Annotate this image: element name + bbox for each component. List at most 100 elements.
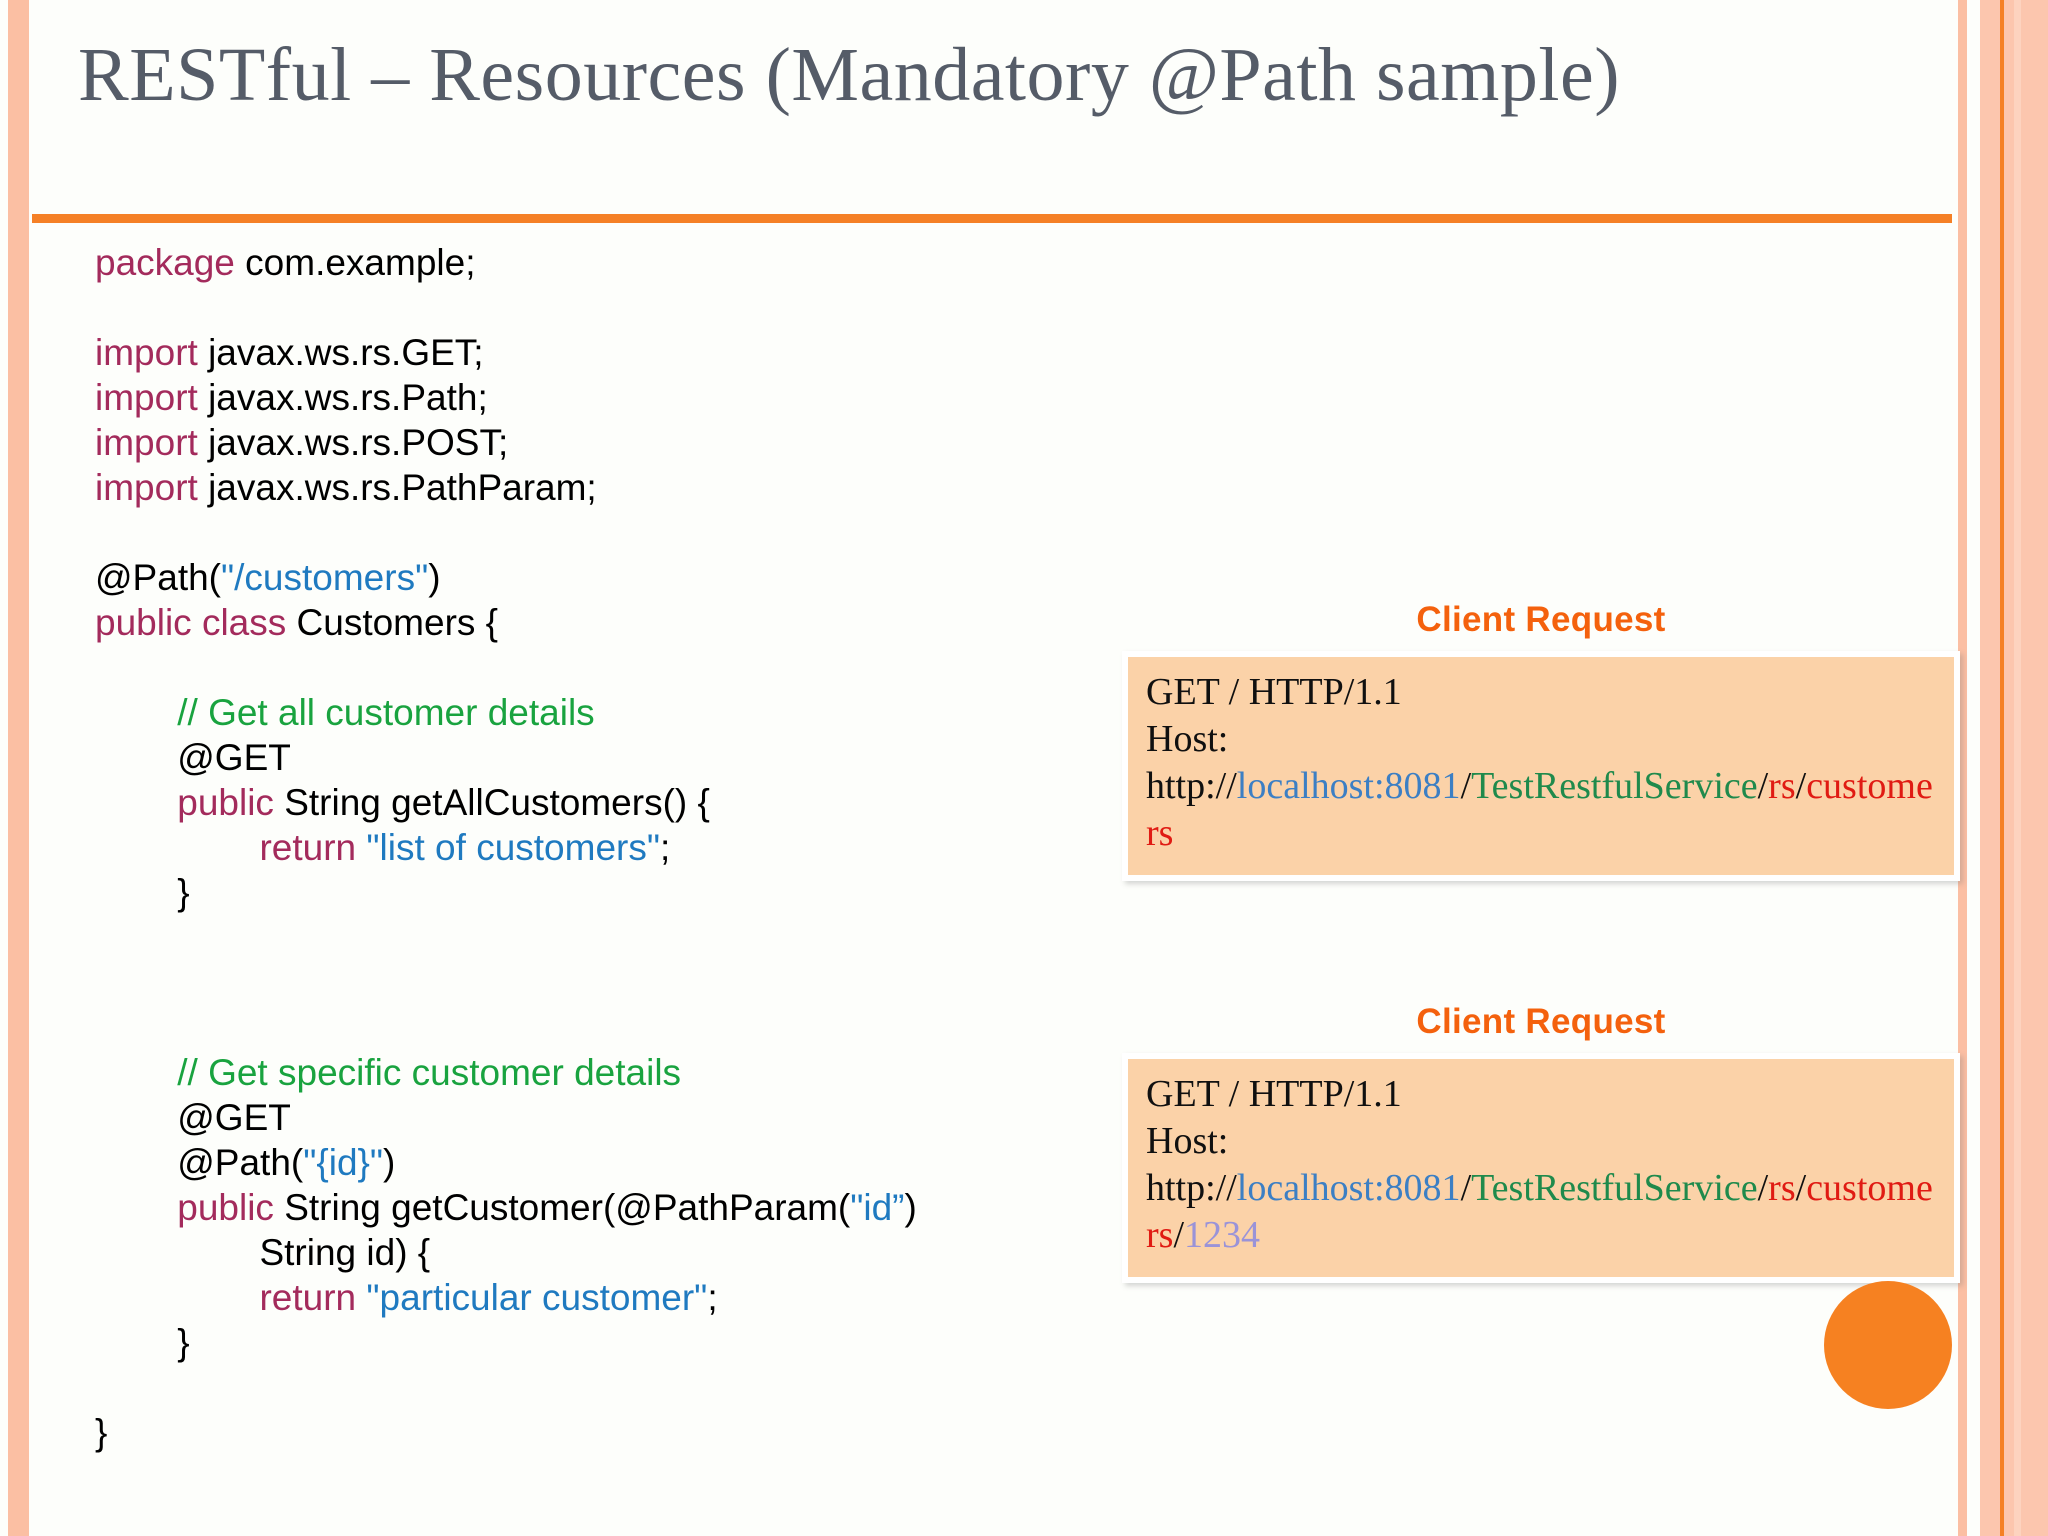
request-token: /	[1460, 765, 1472, 807]
code-line	[95, 645, 1115, 690]
code-line: return "particular customer";	[95, 1275, 1115, 1320]
client-request-heading: Client Request	[1416, 600, 1666, 639]
code-line	[95, 960, 1115, 1005]
client-request-block-2: Client Request GET / HTTP/1.1 Host: http…	[1122, 1002, 1960, 1283]
request-token: TestRestfulService	[1471, 765, 1758, 807]
code-line: return "list of customers";	[95, 825, 1115, 870]
code-line: @GET	[95, 735, 1115, 780]
code-line: // Get all customer details	[95, 690, 1115, 735]
right-border-stripe-5	[2021, 0, 2048, 1536]
code-token: // Get all customer details	[95, 692, 595, 733]
code-token: )	[428, 557, 441, 598]
request-token: /	[1795, 765, 1807, 807]
code-token: javax.ws.rs.GET;	[208, 332, 484, 373]
code-token: @GET	[95, 1097, 291, 1138]
code-token: import	[95, 377, 209, 418]
code-line: import javax.ws.rs.GET;	[95, 330, 1115, 375]
code-line: public class Customers {	[95, 600, 1115, 645]
code-token: "{id}"	[303, 1142, 384, 1183]
right-border-stripe-3	[2004, 0, 2014, 1536]
code-token: "id”	[850, 1187, 905, 1228]
code-token: @GET	[95, 737, 291, 778]
code-line: @Path("/customers")	[95, 555, 1115, 600]
code-line: }	[95, 870, 1115, 915]
code-line: import javax.ws.rs.POST;	[95, 420, 1115, 465]
code-token: // Get specific customer details	[95, 1052, 682, 1093]
right-border-stripe-2	[1980, 0, 2000, 1536]
code-token: public class	[95, 602, 297, 643]
right-border-stripe-1	[1958, 0, 1967, 1536]
code-token: import	[95, 332, 209, 373]
code-token: String getAllCustomers() {	[284, 782, 710, 823]
code-token: @Path(	[95, 557, 221, 598]
code-token: String id) {	[95, 1232, 431, 1273]
code-line	[95, 285, 1115, 330]
client-request-block-1: Client Request GET / HTTP/1.1 Host: http…	[1122, 600, 1960, 881]
title-area: RESTful – Resources (Mandatory @Path sam…	[0, 28, 1960, 223]
page-title: RESTful – Resources (Mandatory @Path sam…	[78, 33, 1621, 117]
code-listing: package com.example; import javax.ws.rs.…	[95, 240, 1115, 1455]
code-line	[95, 1365, 1115, 1410]
code-token: javax.ws.rs.POST;	[208, 422, 509, 463]
code-line: }	[95, 1410, 1115, 1455]
request-token: /	[1795, 1167, 1807, 1209]
request-token: customers	[1146, 765, 1933, 854]
code-line: public String getCustomer(@PathParam("id…	[95, 1185, 1115, 1230]
request-token: /	[1757, 765, 1769, 807]
code-token: import	[95, 422, 209, 463]
request-token: localhost:8081	[1236, 765, 1461, 807]
code-token: public	[95, 782, 285, 823]
code-token: ;	[659, 827, 671, 868]
right-border-stripe-4	[2014, 0, 2021, 1536]
request-token: /	[1173, 1214, 1185, 1256]
code-token: @Path(	[95, 1142, 304, 1183]
code-token: ;	[707, 1277, 718, 1318]
code-token: javax.ws.rs.Path;	[208, 377, 488, 418]
accent-circle-decoration	[1824, 1281, 1952, 1409]
request-token: rs	[1768, 1167, 1796, 1209]
request-token: localhost:8081	[1236, 1167, 1461, 1209]
code-token: com.example;	[245, 242, 476, 283]
code-line	[95, 510, 1115, 555]
code-token: "/customers"	[221, 557, 429, 598]
request-token: GET / HTTP/1.1 Host: http://	[1146, 1073, 1402, 1209]
request-token: /	[1757, 1167, 1769, 1209]
code-token: public	[95, 1187, 285, 1228]
code-token: javax.ws.rs.PathParam;	[208, 467, 597, 508]
request-token: 1234	[1184, 1214, 1261, 1256]
code-line: public String getAllCustomers() {	[95, 780, 1115, 825]
code-token: String getCustomer(@PathParam(	[284, 1187, 851, 1228]
code-token: Customers {	[296, 602, 499, 643]
title-underline-rule	[32, 214, 1952, 223]
client-request-body-2: GET / HTTP/1.1 Host: http://localhost:80…	[1122, 1053, 1960, 1283]
code-token: return	[95, 1277, 367, 1318]
request-token: rs	[1768, 765, 1796, 807]
code-token: package	[95, 242, 246, 283]
code-token: import	[95, 467, 209, 508]
code-line: String id) {	[95, 1230, 1115, 1275]
code-line: import javax.ws.rs.PathParam;	[95, 465, 1115, 510]
code-token: }	[95, 1412, 108, 1453]
code-line: // Get specific customer details	[95, 1050, 1115, 1095]
code-token: }	[95, 872, 190, 913]
request-token: TestRestfulService	[1471, 1167, 1758, 1209]
request-token: /	[1460, 1167, 1472, 1209]
code-token: return	[95, 827, 367, 868]
request-token: GET / HTTP/1.1 Host: http://	[1146, 671, 1402, 807]
code-line: package com.example;	[95, 240, 1115, 285]
code-line	[95, 1005, 1115, 1050]
code-token: "particular customer"	[366, 1277, 708, 1318]
code-line: @Path("{id}")	[95, 1140, 1115, 1185]
code-token: }	[95, 1322, 190, 1363]
code-token: "list of customers"	[366, 827, 660, 868]
left-border-stripe	[8, 0, 29, 1536]
request-token: customers	[1146, 1167, 1933, 1256]
code-line	[95, 915, 1115, 960]
code-line: import javax.ws.rs.Path;	[95, 375, 1115, 420]
code-line: @GET	[95, 1095, 1115, 1140]
client-request-heading: Client Request	[1416, 1002, 1666, 1041]
code-token: )	[904, 1187, 917, 1228]
code-token: )	[383, 1142, 396, 1183]
code-line: }	[95, 1320, 1115, 1365]
